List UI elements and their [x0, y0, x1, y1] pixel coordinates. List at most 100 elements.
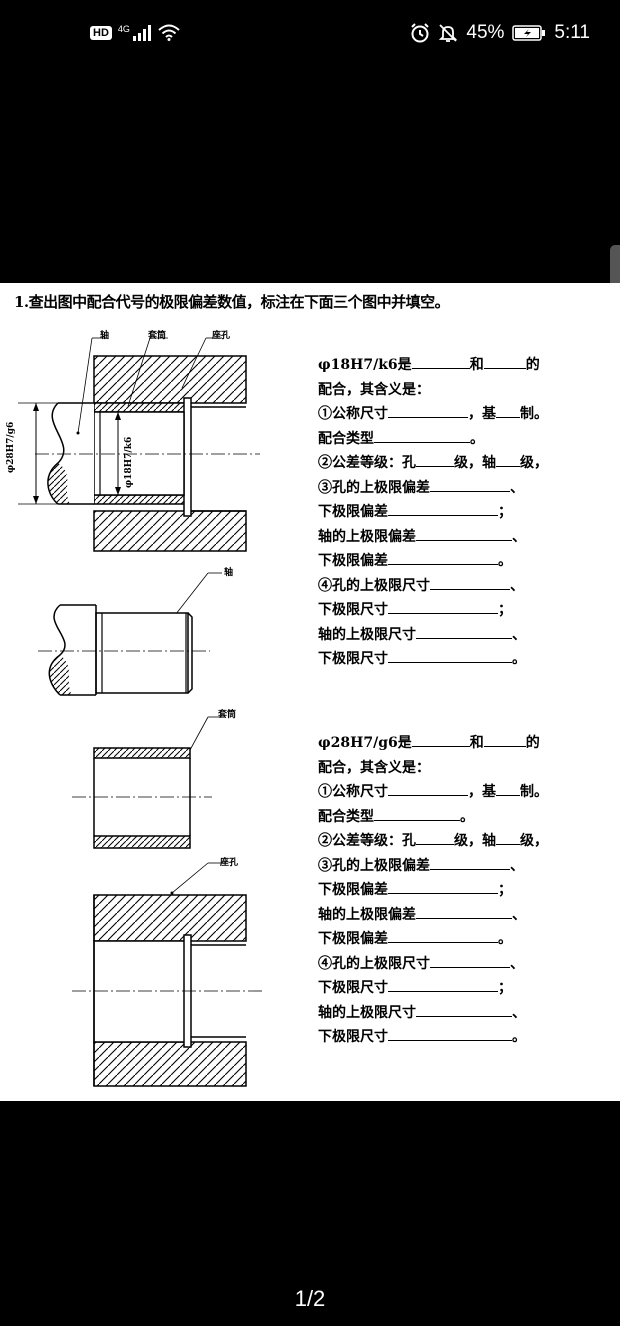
- q2-shaft-max-label: 轴的上极限尺寸: [318, 1004, 416, 1021]
- sleeve-bottom-section: [93, 494, 187, 505]
- assembly-drawing: [18, 337, 260, 552]
- status-right: 45% 5:11: [410, 22, 590, 44]
- q2-line2: 配合，其含义是：: [318, 759, 430, 776]
- q2-line12: 轴的上极限尺寸、: [318, 1001, 618, 1026]
- q1-period3: 。: [512, 651, 526, 667]
- q2-shaft-grade-label: 级，轴: [454, 833, 496, 849]
- q2-of: 的: [525, 735, 540, 751]
- q1-and: 和: [469, 357, 484, 373]
- q1-blank-shaft-upper-dev[interactable]: [416, 526, 512, 541]
- q1-blank-hole-upper-dev[interactable]: [430, 477, 510, 492]
- document-title: 1.查出图中配合代号的极限偏差数值，标注在下面三个图中并填空。: [14, 293, 450, 311]
- q2-blank-base[interactable]: [496, 781, 520, 796]
- q1-blank-shaft[interactable]: [483, 354, 526, 369]
- q1-blank-fit-type[interactable]: [374, 428, 470, 443]
- label-sleeve: 套筒: [148, 331, 167, 341]
- q2-blank-hole-lower-dev[interactable]: [388, 879, 498, 894]
- q2-blank-shaft-upper-dev[interactable]: [416, 904, 512, 919]
- q1-period2: 。: [498, 553, 512, 569]
- q1-blank-shaft-lower-dev[interactable]: [388, 550, 498, 565]
- q2-shaft-min-label: 下极限尺寸: [318, 1029, 388, 1045]
- q1-shaft-upper-dev-label: 轴的上极限偏差: [318, 528, 416, 545]
- q2-blank-shaft-grade[interactable]: [496, 830, 520, 845]
- q2-period3: 。: [512, 1029, 526, 1045]
- q1-line11: 下极限尺寸 ；: [318, 598, 618, 623]
- q2-blank-shaft[interactable]: [483, 732, 526, 747]
- q1-grade-label: ②公差等级：孔: [318, 455, 416, 471]
- q1-base-label: ，基: [468, 406, 496, 422]
- q1-fit-type-label: 配合类型: [318, 430, 374, 447]
- q2-hole-max-label: ④孔的上极限尺寸: [318, 955, 430, 972]
- q1-blank-hole-lower-dev[interactable]: [388, 501, 498, 516]
- q1-blank-shaft-max[interactable]: [416, 624, 512, 639]
- label-seat-hole-part: 座孔: [220, 858, 239, 868]
- sleeve-drawing: [72, 716, 224, 849]
- technical-drawing: [18, 337, 262, 1087]
- status-left: HD 4G: [90, 24, 180, 41]
- q1-line8: 轴的上极限偏差 、: [318, 525, 618, 550]
- q2-blank-shaft-lower-dev[interactable]: [388, 928, 498, 943]
- q2-line5: ②公差等级：孔 级，轴 级，: [318, 829, 618, 854]
- seat-hole-drawing: [72, 862, 262, 1087]
- q2-semicolon2: ；: [498, 980, 512, 996]
- wifi-icon: [158, 24, 180, 41]
- q1-blank-hole[interactable]: [411, 354, 470, 369]
- q1-blank-shaft-grade[interactable]: [496, 452, 520, 467]
- q2-line10: ④孔的上极限尺寸 、: [318, 952, 618, 977]
- q2-and: 和: [469, 735, 484, 751]
- q1-semicolon: ；: [498, 504, 512, 520]
- q1-blank-hole-grade[interactable]: [416, 452, 454, 467]
- q1-hole-lower-dev-label: 下极限偏差: [318, 504, 388, 520]
- q2-blank-hole[interactable]: [411, 732, 470, 747]
- q1-semicolon2: ；: [498, 602, 512, 618]
- q2-sep3: 、: [510, 955, 524, 972]
- q2-blank-hole-max[interactable]: [430, 953, 510, 968]
- q2-blank-hole-upper-dev[interactable]: [430, 855, 510, 870]
- q2-blank-shaft-min[interactable]: [388, 1026, 512, 1041]
- q2-sep2: 、: [512, 906, 526, 923]
- q1-system-label: 制。: [520, 406, 548, 422]
- sleeve-top-section: [93, 402, 187, 413]
- q1-period: 。: [470, 430, 484, 447]
- signal-icon: [132, 24, 151, 41]
- document-page[interactable]: 1.查出图中配合代号的极限偏差数值，标注在下面三个图中并填空。: [0, 283, 620, 1101]
- q2-blank-fit-type[interactable]: [374, 806, 460, 821]
- q1-hole-min-label: 下极限尺寸: [318, 602, 388, 618]
- q1-line10: ④孔的上极限尺寸、: [318, 574, 618, 599]
- q1-line6: ③孔的上极限偏差 、: [318, 476, 618, 501]
- q2-line1: φ28H7/g6是 和 的: [318, 731, 618, 756]
- q2-period: 。: [460, 808, 474, 825]
- q2-blank-nominal[interactable]: [388, 781, 468, 796]
- q2-grade-label: ②公差等级：孔: [318, 833, 416, 849]
- q2-blank-hole-grade[interactable]: [416, 830, 454, 845]
- q1-blank-hole-min[interactable]: [388, 599, 498, 614]
- q2-shaft-upper-dev-label: 轴的上极限偏差: [318, 906, 416, 923]
- shaft-drawing: [38, 572, 222, 696]
- q1-blank-hole-max[interactable]: [430, 575, 510, 590]
- q2-line13: 下极限尺寸 。: [318, 1025, 618, 1050]
- q1-sep: 、: [510, 479, 524, 496]
- q2-blank-hole-min[interactable]: [388, 977, 498, 992]
- q1-line13: 下极限尺寸。: [318, 647, 618, 672]
- q1-blank-base[interactable]: [496, 403, 520, 418]
- page-indicator: 1/2: [294, 1286, 326, 1311]
- q1-fit-code: φ18H7/k6是: [318, 357, 412, 373]
- label-shaft: 轴: [100, 331, 110, 341]
- q1-hole-max-label: ④孔的上极限尺寸: [318, 577, 430, 594]
- housing-top: [93, 355, 247, 404]
- q2-blank-shaft-max[interactable]: [416, 1002, 512, 1017]
- q2-sep: 、: [510, 857, 524, 874]
- question-block-1: φ18H7/k6是和的 配合，其含义是： ①公称尺寸，基制。 配合类型。 ②公差…: [318, 353, 618, 672]
- q1-shaft-max-label: 轴的上极限尺寸: [318, 626, 416, 643]
- scroll-handle[interactable]: [610, 245, 620, 317]
- q2-fit-code: φ28H7/g6是: [318, 735, 412, 751]
- alarm-icon: [411, 23, 430, 43]
- q1-sep2: 、: [512, 528, 526, 545]
- q1-blank-shaft-min[interactable]: [388, 648, 512, 663]
- q2-semicolon: ；: [498, 882, 512, 898]
- q1-blank-nominal[interactable]: [388, 403, 468, 418]
- q1-of: 的: [525, 357, 540, 373]
- q1-line4: 配合类型 。: [318, 427, 618, 452]
- q2-grade-suffix: 级，: [520, 833, 548, 849]
- q1-hole-upper-dev-label: ③孔的上极限偏差: [318, 479, 430, 496]
